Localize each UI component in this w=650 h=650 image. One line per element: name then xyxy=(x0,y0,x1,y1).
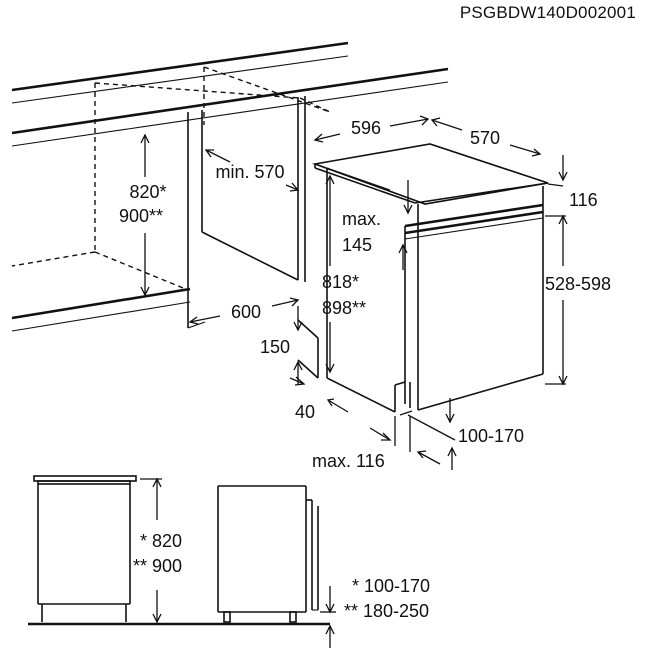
label-max-plinth: max. 116 xyxy=(312,451,385,471)
dimension-worktop-gap xyxy=(547,155,568,187)
dimension-panel-height xyxy=(545,214,568,386)
side-height-820: * 820 xyxy=(140,531,182,551)
dimension-appliance-width xyxy=(313,115,430,143)
cabinet-side-view xyxy=(33,475,137,622)
cabinet-side-panel xyxy=(187,96,306,329)
niche-dashed-outline xyxy=(11,66,331,291)
label-plinth-depth: 40 xyxy=(295,402,315,422)
dimension-appliance-height xyxy=(325,174,335,374)
dimension-appliance-depth xyxy=(430,117,542,157)
label-max-value: 145 xyxy=(342,235,372,255)
dimension-max-145 xyxy=(398,180,413,270)
dimension-plinth-adjust xyxy=(399,398,457,470)
side-view-height-dimension xyxy=(140,477,162,624)
dishwasher-side-view xyxy=(217,485,319,623)
dimension-niche-width xyxy=(188,297,300,325)
dimension-niche-depth xyxy=(204,149,300,192)
worktop-outline xyxy=(11,41,449,332)
label-niche-min-depth: min. 570 xyxy=(215,162,284,182)
side-view-feet-dimension xyxy=(320,586,336,648)
label-appliance-width: 596 xyxy=(351,118,381,138)
side-feet-180-250: ** 180-250 xyxy=(344,601,429,621)
side-height-900: ** 900 xyxy=(133,556,182,576)
appliance-body xyxy=(311,143,549,413)
side-feet-100-170: * 100-170 xyxy=(352,576,430,596)
dimension-plinth-depth xyxy=(289,376,349,413)
label-plinth-adjust: 100-170 xyxy=(458,426,524,446)
label-appliance-height-898: 898** xyxy=(322,298,366,318)
label-worktop-gap: 116 xyxy=(569,190,598,210)
label-appliance-depth: 570 xyxy=(470,128,500,148)
label-niche-height-820: 820* xyxy=(129,182,166,202)
label-panel-height: 528-598 xyxy=(545,274,611,294)
label-niche-height-900: 900** xyxy=(119,206,163,226)
label-max: max. xyxy=(342,209,381,229)
dimension-plinth-height xyxy=(293,306,303,385)
diagram-code: PSGBDW140D002001 xyxy=(460,3,636,22)
label-appliance-height-818: 818* xyxy=(322,272,359,292)
label-niche-width: 600 xyxy=(231,302,261,322)
dimension-niche-height xyxy=(140,133,150,297)
label-plinth-height: 150 xyxy=(260,337,290,357)
dimension-max-plinth xyxy=(369,416,441,465)
